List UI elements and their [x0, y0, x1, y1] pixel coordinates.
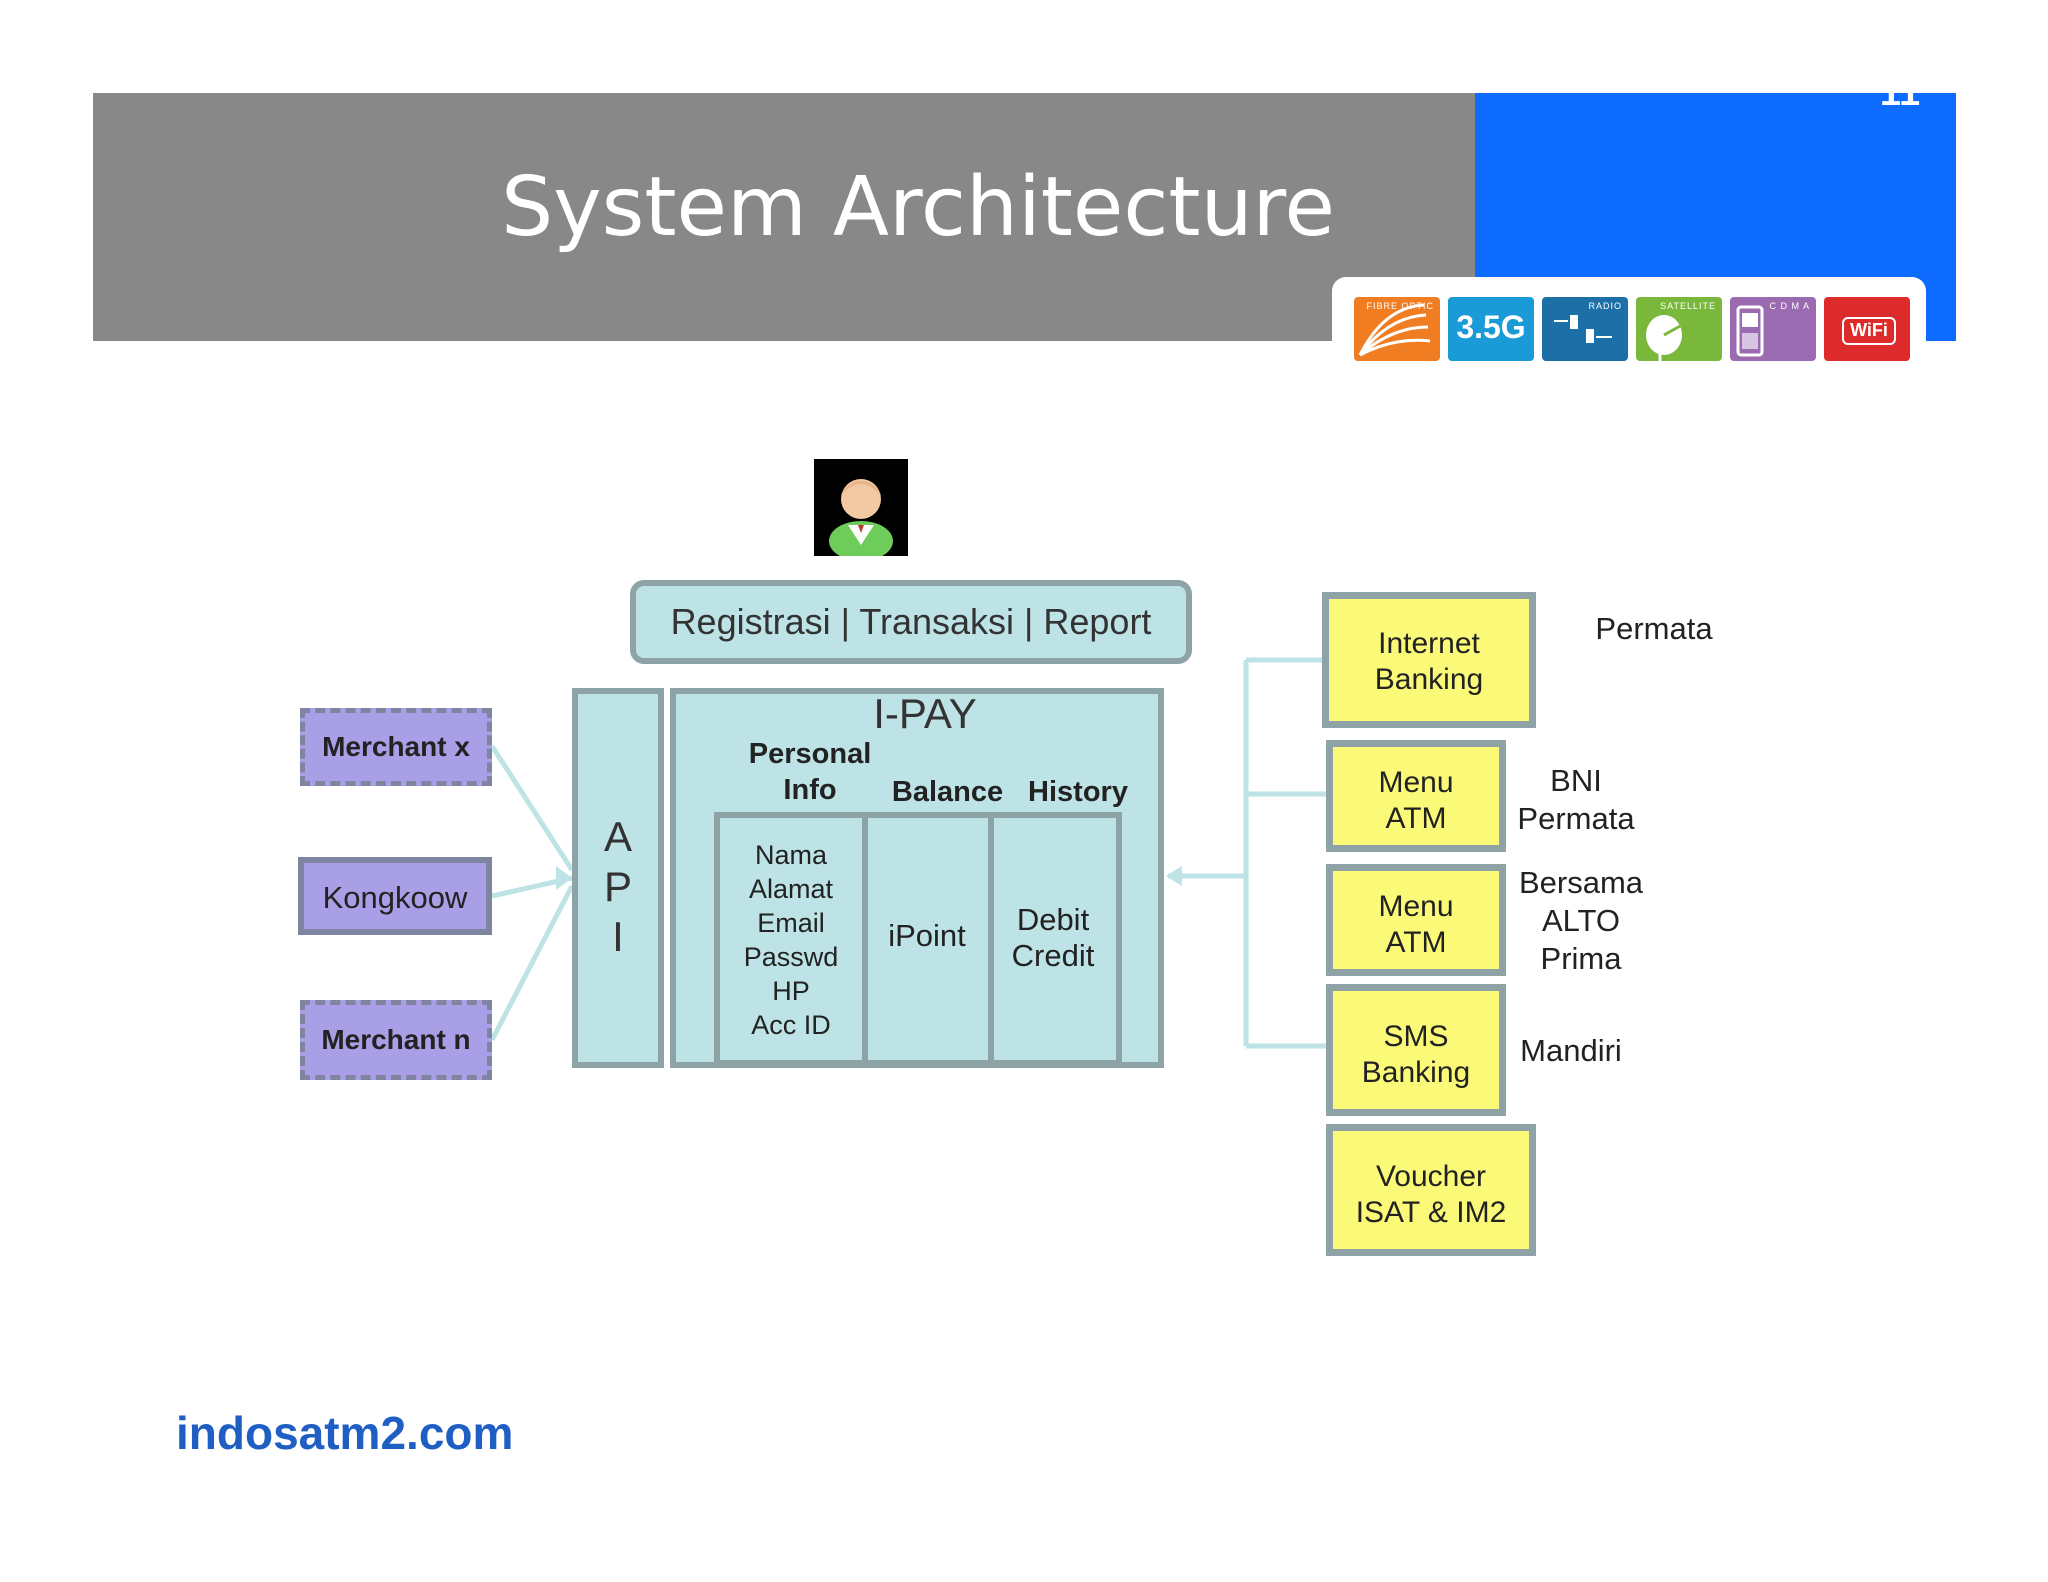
personal-field: Alamat — [748, 874, 834, 904]
cdma-icon: C D M A — [1730, 297, 1816, 361]
channel-line: Internet — [1378, 627, 1480, 660]
balance-label: Balance — [891, 776, 1004, 808]
connectivity-badges: FIBRE OPTIC 3.5G RADIO SATELLITE C D M A… — [1332, 277, 1926, 373]
api-letter-p: P — [603, 863, 632, 910]
personal-field: Acc ID — [751, 1010, 831, 1040]
satellite-icon: SATELLITE — [1636, 297, 1722, 361]
history-value: Debit — [1016, 902, 1090, 937]
personal-field: Passwd — [743, 942, 839, 972]
channel-line: Menu — [1378, 766, 1454, 799]
channel-line: Banking — [1374, 663, 1484, 696]
channel-line: ISAT & IM2 — [1355, 1196, 1507, 1229]
channel-line: Voucher — [1375, 1160, 1487, 1193]
bank-list-sms: Mandiri — [1506, 1032, 1636, 1070]
personal-info-line: Personal — [748, 738, 872, 770]
history-values: Debit Credit — [990, 902, 1116, 974]
channel-sms-banking: SMS Banking — [1326, 984, 1506, 1116]
slide-number: 11 — [1879, 72, 1921, 114]
channel-line: ATM — [1385, 926, 1447, 959]
radio-icon: RADIO — [1542, 297, 1628, 361]
balance-value: iPoint — [888, 918, 966, 953]
personal-field: HP — [772, 976, 810, 1006]
footer-website: indosatm2.com — [176, 1407, 514, 1459]
channel-menu-atm-2: Menu ATM — [1326, 864, 1506, 976]
slide-title: System Architecture — [501, 160, 1335, 255]
header-gray-band — [93, 93, 1475, 341]
bank-name: Permata — [1517, 801, 1635, 836]
merchant-x-box: Merchant x — [300, 708, 492, 786]
bank-list-internet: Permata — [1574, 610, 1734, 648]
wifi-label: WiFi — [1842, 317, 1896, 345]
wifi-icon: WiFi — [1824, 297, 1910, 361]
radio-label: RADIO — [1588, 301, 1622, 311]
personal-field: Email — [757, 908, 825, 938]
channel-line: Menu — [1378, 890, 1454, 923]
column-divider — [988, 818, 994, 1060]
column-divider — [862, 818, 868, 1060]
api-letter-a: A — [603, 813, 632, 860]
registration-transaction-report-bar: Registrasi | Transaksi | Report — [630, 580, 1192, 664]
channel-internet-banking: Internet Banking — [1322, 592, 1536, 728]
personal-info-line: Info — [783, 774, 837, 806]
bank-name: Prima — [1540, 941, 1622, 976]
ipay-title: I-PAY — [873, 690, 977, 737]
bank-name: Bersama — [1518, 865, 1644, 900]
ipay-inner-grid — [714, 812, 1122, 1066]
satellite-label: SATELLITE — [1660, 301, 1716, 311]
personal-fields-list: Nama Alamat Email Passwd HP Acc ID — [720, 838, 862, 1042]
bank-name: BNI — [1550, 763, 1602, 798]
personal-field: Nama — [754, 840, 828, 870]
channel-line: ATM — [1385, 802, 1447, 835]
cdma-label: C D M A — [1769, 301, 1810, 311]
3.5g-icon: 3.5G — [1448, 297, 1534, 361]
user-avatar-icon — [814, 459, 908, 561]
channel-line: Banking — [1361, 1056, 1471, 1089]
api-letter-i: I — [612, 913, 624, 960]
merchant-n-box: Merchant n — [300, 1000, 492, 1080]
channel-line: SMS — [1383, 1020, 1449, 1053]
bank-list-menu-atm-2: Bersama ALTO Prima — [1506, 864, 1656, 978]
fibre-optic-label: FIBRE OPTIC — [1366, 301, 1434, 311]
bank-list-menu-atm-1: BNI Permata — [1506, 762, 1646, 838]
bank-name: Mandiri — [1520, 1033, 1622, 1068]
personal-info-label: Personal Info — [735, 736, 885, 808]
bank-name: Permata — [1595, 611, 1713, 646]
history-value: Credit — [1011, 938, 1095, 973]
api-box: A P I — [572, 688, 664, 1068]
bank-name: ALTO — [1541, 903, 1621, 938]
3.5g-label: 3.5G — [1456, 309, 1526, 345]
channel-menu-atm-1: Menu ATM — [1326, 740, 1506, 852]
fibre-optic-icon: FIBRE OPTIC — [1354, 297, 1440, 361]
api-label: A P I — [578, 812, 658, 962]
history-label: History — [1028, 776, 1128, 808]
channel-voucher: Voucher ISAT & IM2 — [1326, 1124, 1536, 1256]
kongkoow-box: Kongkoow — [298, 857, 492, 935]
